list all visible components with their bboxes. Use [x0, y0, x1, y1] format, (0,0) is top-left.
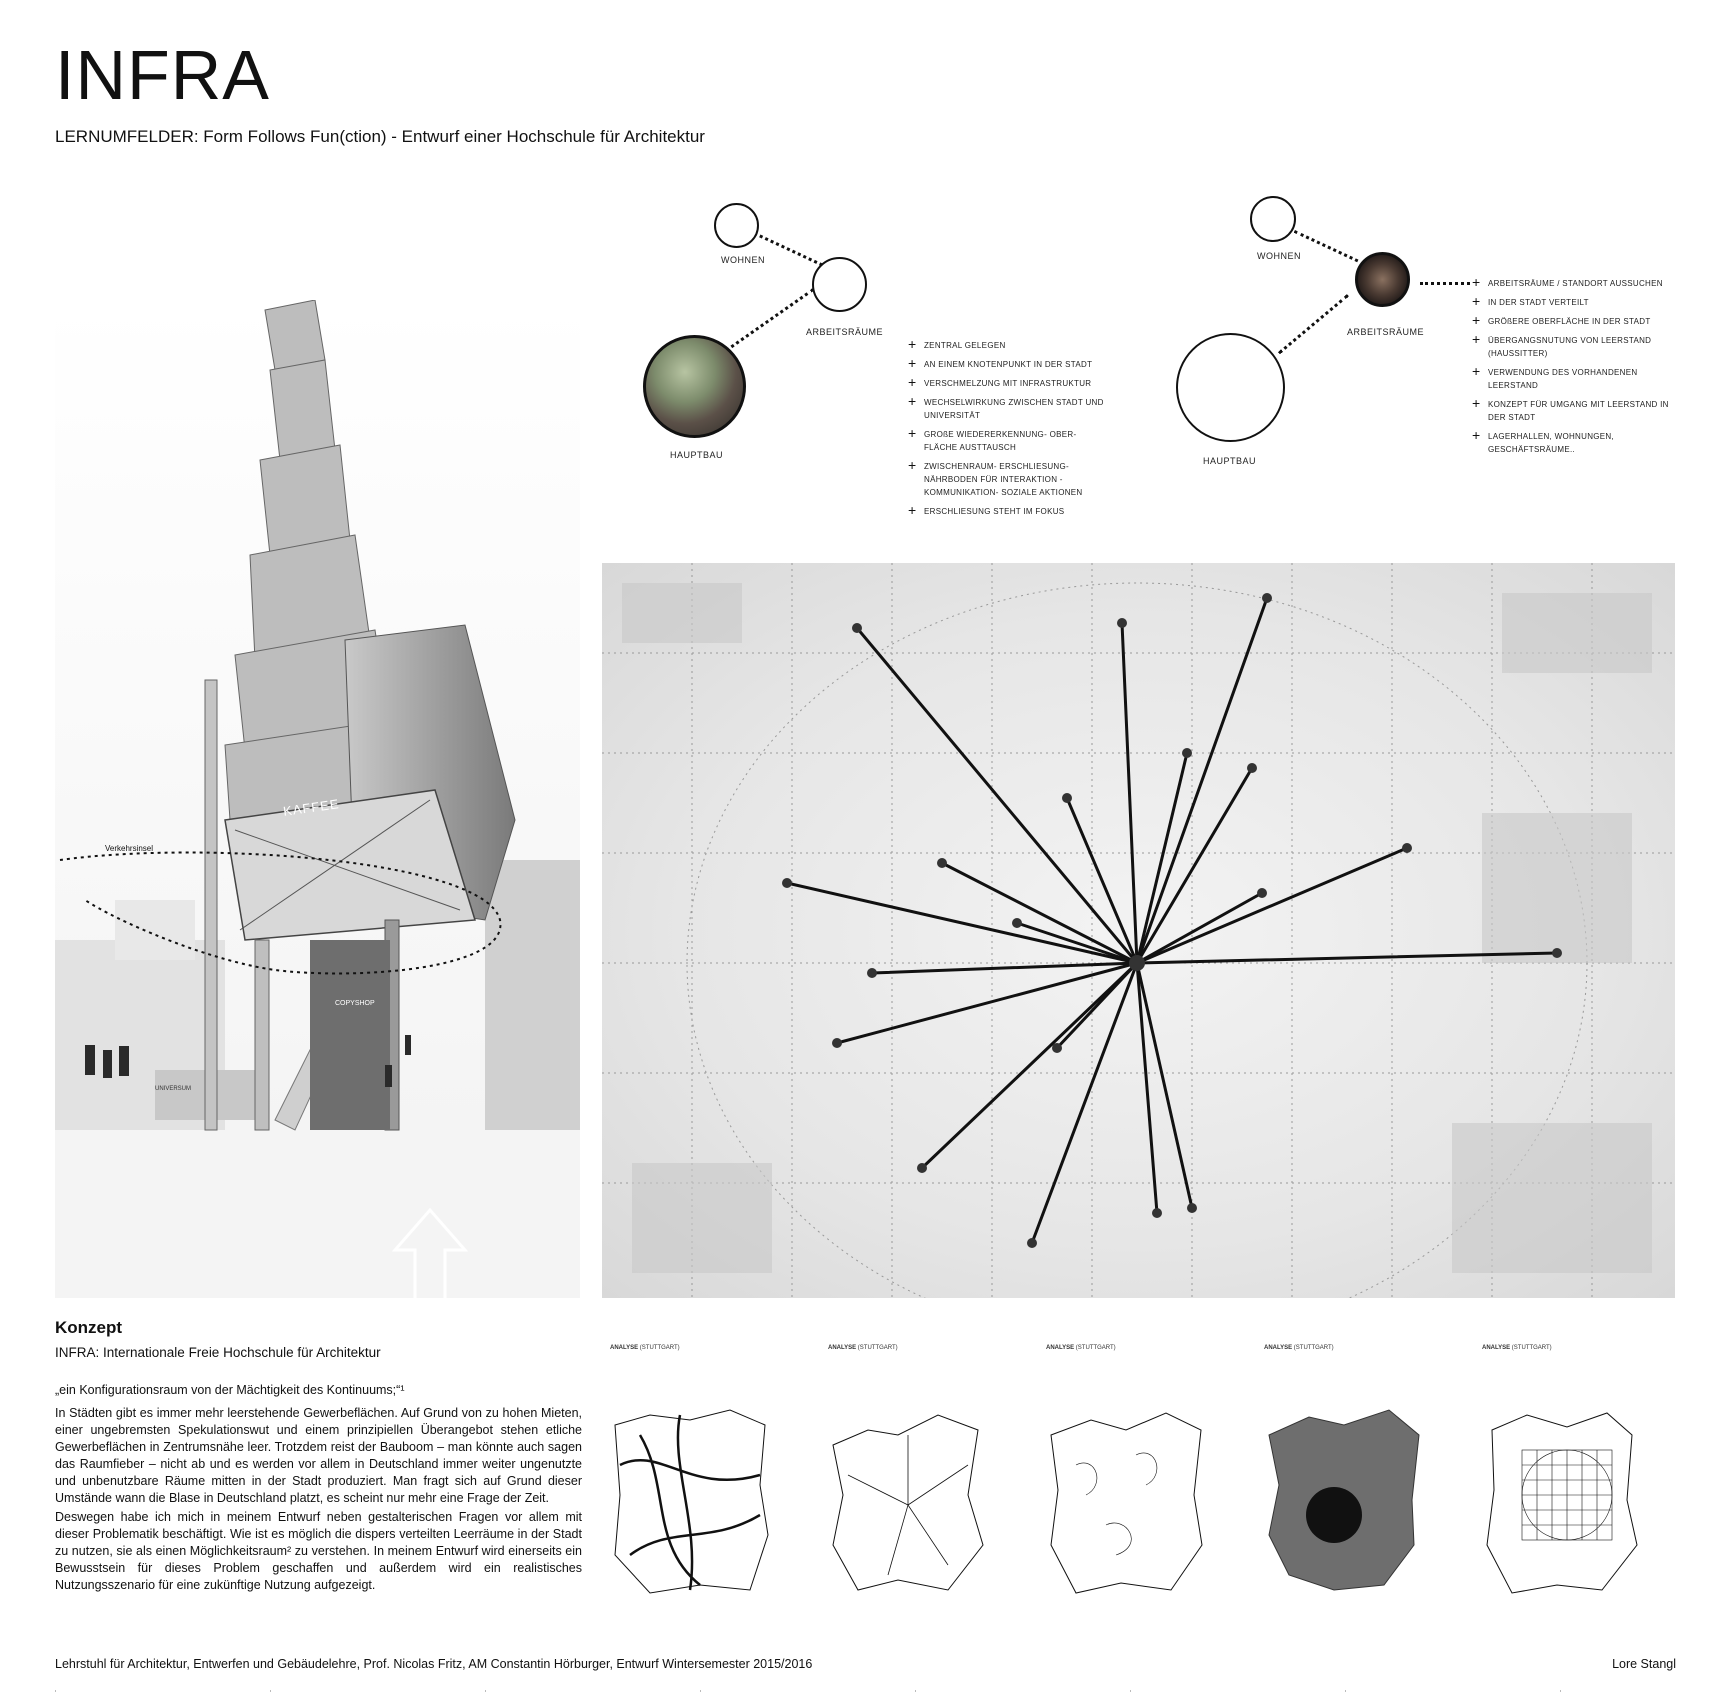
label-wohnen: WOHNEN	[1257, 251, 1301, 261]
list-item: +ARBEITSRÄUME / STANDORT AUSSUCHEN	[1472, 274, 1663, 290]
analysis-header: ANALYSE (STUTTGART)	[1482, 1345, 1552, 1351]
list-item: +GROßE WIEDERERKENNUNG- OBER-FLÄCHE AUST…	[908, 425, 1077, 452]
list-distributed-features: +ARBEITSRÄUME / STANDORT AUSSUCHEN +IN D…	[1472, 274, 1672, 462]
list-item: +ERSCHLIESUNG STEHT IM FOKUS	[908, 502, 1065, 518]
poster-subtitle: LERNUMFELDER: Form Follows Fun(ction) - …	[55, 127, 705, 146]
node-hauptbau	[1176, 333, 1285, 442]
list-central-features: +ZENTRAL GELEGEN +AN EINEM KNOTENPUNKT I…	[908, 336, 1108, 524]
list-item: +VERSCHMELZUNG MIT INFRASTRUKTUR	[908, 374, 1092, 390]
konzept-quote: „ein Konfigurationsraum von der Mächtigk…	[55, 1383, 405, 1397]
string-map-photo	[602, 563, 1675, 1298]
list-item: +WECHSELWIRKUNG ZWISCHEN STADT UND UNIVE…	[908, 393, 1104, 420]
list-item: +ÜBERGANGSNUTUNG VON LEERSTAND (HAUSSITT…	[1472, 331, 1652, 358]
label-hauptbau: HAUPTBAU	[1203, 456, 1257, 466]
list-item: +LAGERHALLEN, WOHNUNGEN, GESCHÄFTSRÄUME.…	[1472, 427, 1615, 454]
analysis-map-density: ANALYSE (STUTTGART)	[1264, 1345, 1424, 1645]
analysis-header: ANALYSE (STUTTGART)	[1264, 1345, 1334, 1351]
list-item: +ZENTRAL GELEGEN	[908, 336, 1006, 352]
konzept-heading: Konzept	[55, 1318, 123, 1337]
diagram-central: WOHNEN ARBEITSRÄUME HAUPTBAU +ZENTRAL GE…	[0, 0, 1726, 540]
analysis-map-green: ANALYSE (STUTTGART)	[1046, 1345, 1206, 1645]
cut-marks	[55, 1690, 1675, 1692]
node-arbeitsraume	[812, 257, 867, 312]
node-hauptbau-photo	[643, 335, 746, 438]
konzept-subheading: INFRA: Internationale Freie Hochschule f…	[55, 1345, 381, 1360]
analysis-header: ANALYSE (STUTTGART)	[610, 1345, 680, 1351]
sign-universum: UNIVERSUM	[155, 1086, 192, 1092]
analysis-map-grid: ANALYSE (STUTTGART)	[1482, 1345, 1642, 1645]
list-item: +GRÖßERE OBERFLÄCHE IN DER STADT	[1472, 312, 1651, 328]
sign-copyshop: COPYSHOP	[335, 1000, 375, 1007]
footer-author: Lore Stangl	[1612, 1657, 1676, 1671]
footer-credits: Lehrstuhl für Architektur, Entwerfen und…	[55, 1657, 813, 1671]
annotation-verkehrsinsel: Verkehrsinsel	[105, 844, 154, 853]
list-item: +IN DER STADT VERTEILT	[1472, 293, 1589, 309]
analysis-header: ANALYSE (STUTTGART)	[1046, 1345, 1116, 1351]
label-hauptbau: HAUPTBAU	[670, 450, 724, 460]
label-wohnen: WOHNEN	[721, 255, 765, 265]
node-arbeitsraume-photo	[1355, 252, 1410, 307]
list-item: +AN EINEM KNOTENPUNKT IN DER STADT	[908, 355, 1093, 371]
diagram-distributed: WOHNEN ARBEITSRÄUME HAUPTBAU +ARBEITSRÄU…	[0, 0, 1726, 540]
analysis-map-rail: ANALYSE (STUTTGART)	[828, 1345, 988, 1645]
node-wohnen	[1250, 196, 1296, 242]
list-item: +ZWISCHENRAUM- ERSCHLIESUNG- NÄHRBODEN F…	[908, 457, 1083, 497]
konzept-body: In Städten gibt es immer mehr leerstehen…	[55, 1405, 582, 1596]
label-arbeitsraume: ARBEITSRÄUME	[1347, 327, 1425, 337]
node-wohnen	[714, 203, 759, 248]
konzept-paragraph: Deswegen habe ich mich in meinem Entwurf…	[55, 1510, 582, 1592]
konzept-paragraph: In Städten gibt es immer mehr leerstehen…	[55, 1406, 582, 1505]
list-item: +VERWENDUNG DES VORHANDENEN LEERSTAND	[1472, 363, 1638, 390]
list-item: +KONZEPT FÜR UMGANG MIT LEERSTAND IN DER…	[1472, 395, 1669, 422]
analysis-header: ANALYSE (STUTTGART)	[828, 1345, 898, 1351]
label-arbeitsraume: ARBEITSRÄUME	[806, 327, 884, 337]
tower-render-image: KAFFEE COPYSHOP UNIVERSUM Verkehrsinsel	[55, 300, 580, 1298]
analysis-map-roads: ANALYSE (STUTTGART)	[610, 1345, 770, 1645]
poster-title: INFRA	[55, 36, 270, 114]
